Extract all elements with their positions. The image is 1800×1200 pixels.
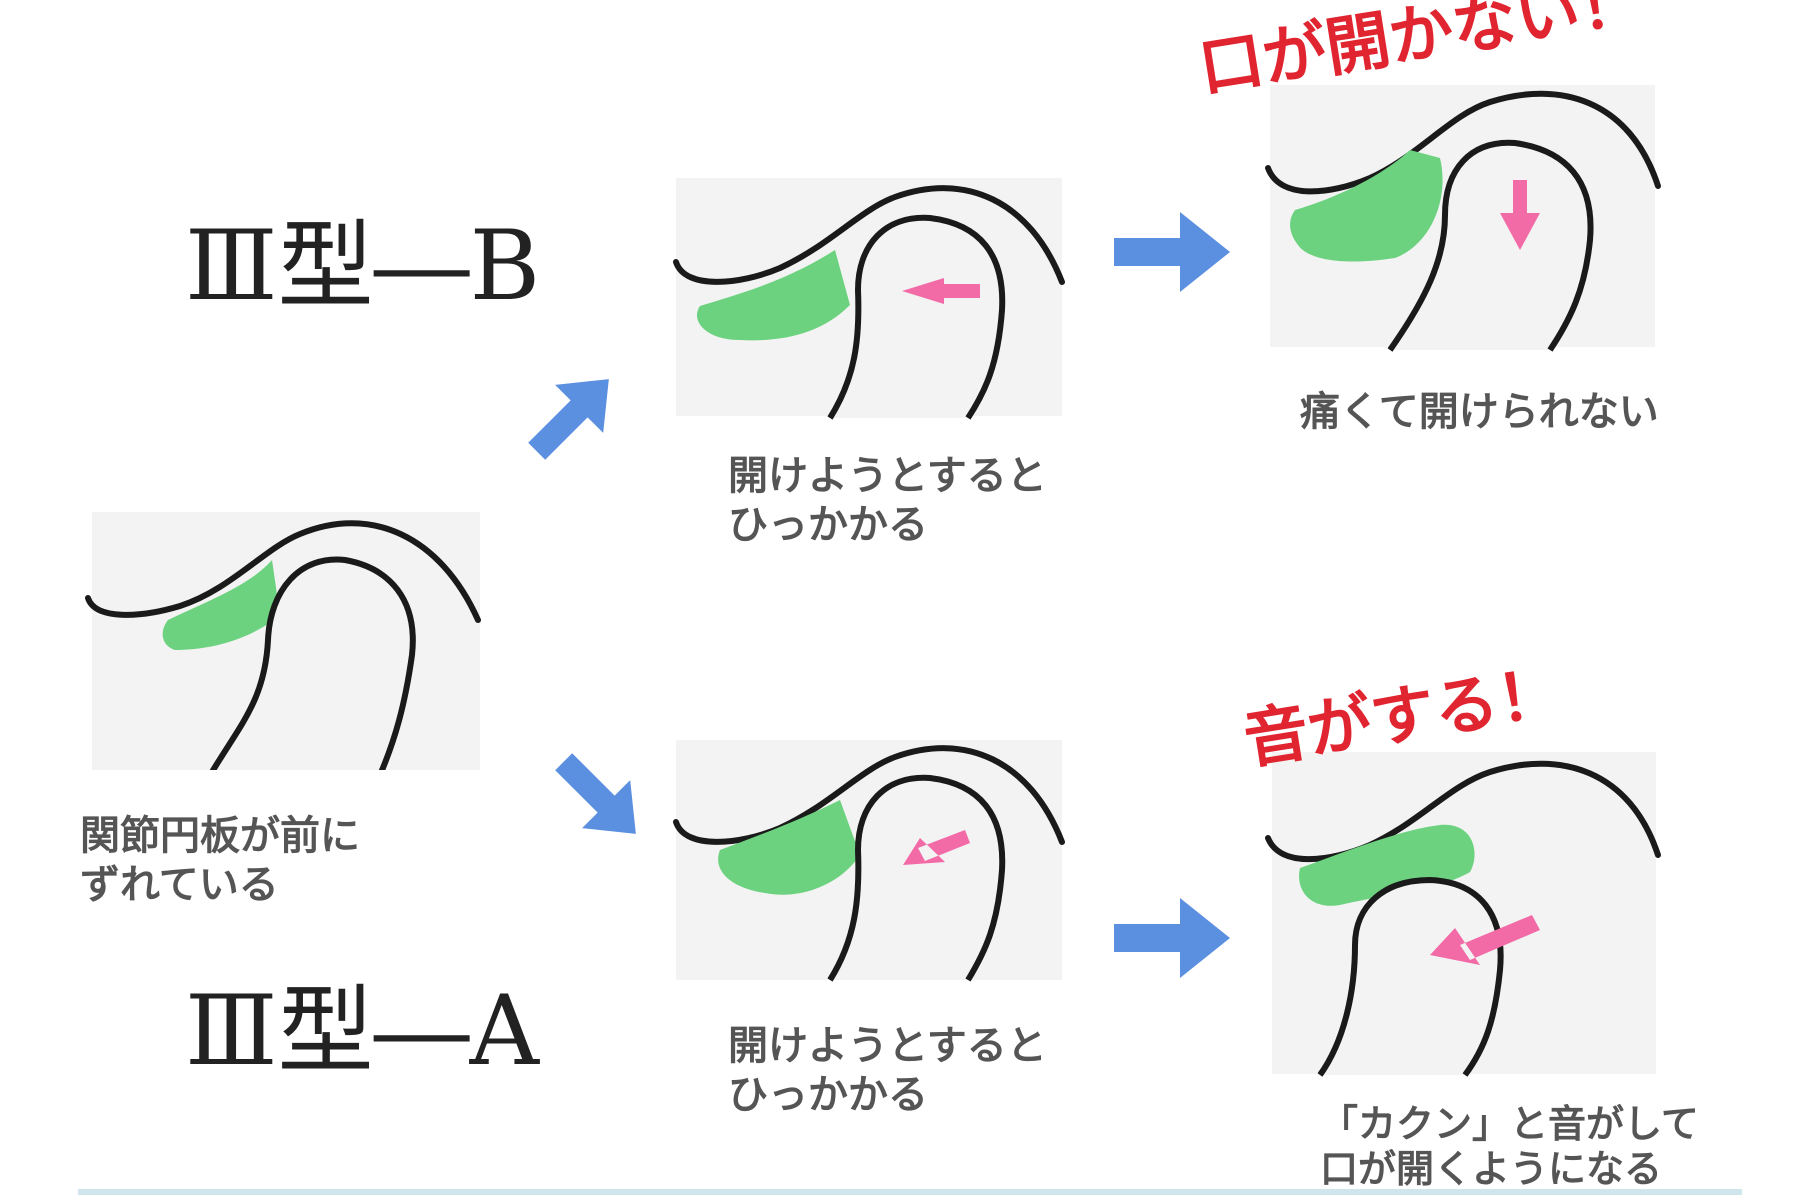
condyle-outline: [827, 774, 1006, 982]
caption-line: 痛くて開けられない: [1300, 389, 1659, 435]
articular-disc: [718, 800, 860, 895]
glenoid-fossa-outline: [85, 520, 481, 623]
articular-disc: [162, 560, 280, 650]
caption-line: 開けようとすると: [728, 1023, 1047, 1069]
articular-disc: [1290, 150, 1443, 262]
caption-b-end: 痛くて開けられない: [1300, 388, 1659, 437]
motion-arrow-left-down: [1430, 915, 1540, 965]
flow-arrow-down-right: [555, 753, 636, 834]
caption-b-middle: 開けようとすると ひっかかる: [728, 452, 1047, 550]
caption-initial: 関節円板が前に ずれている: [80, 812, 360, 910]
caption-a-end: 「カクン」と音がして 口が開くようになる: [1320, 1102, 1699, 1192]
caption-line: ひっかかる: [728, 501, 928, 548]
caption-line: 開けようとすると: [728, 453, 1047, 499]
caption-line: 「カクン」と音がして: [1320, 1102, 1699, 1146]
type-b-label: Ⅲ型―B: [185, 210, 541, 322]
glenoid-fossa-outline: [1265, 90, 1661, 195]
caption-line: 口が開くようになる: [1320, 1146, 1663, 1191]
glenoid-fossa-outline: [673, 185, 1065, 285]
joint-b-end: [1265, 85, 1661, 352]
flow-arrow-right-a: [1114, 898, 1230, 978]
joint-a-middle: [673, 740, 1065, 982]
type-a-label: Ⅲ型―A: [185, 975, 539, 1087]
condyle-outline: [209, 556, 416, 777]
caption-line: 関節円板が前に: [80, 813, 360, 859]
caption-line: ずれている: [80, 861, 279, 908]
flow-arrow-up-right: [528, 379, 609, 460]
motion-arrow-left: [902, 278, 980, 304]
caption-line: ひっかかる: [728, 1071, 928, 1118]
glenoid-fossa-outline: [673, 745, 1065, 845]
condyle-outline: [1387, 139, 1594, 352]
flow-arrow-right-b: [1114, 212, 1230, 292]
articular-disc: [696, 250, 850, 341]
bottom-divider: [78, 1189, 1742, 1195]
motion-arrow-down: [1500, 180, 1540, 250]
joint-initial: [85, 512, 485, 782]
motion-arrow-left-down: [903, 830, 970, 865]
caption-a-middle: 開けようとすると ひっかかる: [728, 1022, 1047, 1120]
condyle-outline: [827, 214, 1006, 420]
glenoid-fossa-outline: [1265, 760, 1661, 863]
joint-b-middle: [673, 178, 1065, 420]
joint-a-end: [1265, 752, 1661, 1077]
